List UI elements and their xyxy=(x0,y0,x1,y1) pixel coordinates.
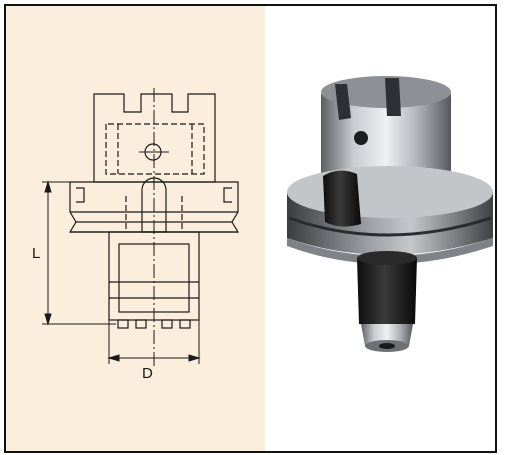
arrow-head xyxy=(188,354,201,362)
photo-flange-top xyxy=(287,166,493,218)
collet-tip xyxy=(179,319,191,329)
arrow-head xyxy=(107,354,120,362)
tool-holder-photo xyxy=(287,76,493,352)
photo-flange-groove xyxy=(288,216,492,237)
photo-collet xyxy=(361,324,413,346)
label-l: L xyxy=(32,245,40,262)
photo-collet-bore xyxy=(379,343,395,349)
dimension-l xyxy=(42,180,116,326)
arrow-head xyxy=(44,313,52,326)
arrow-head xyxy=(44,180,52,193)
shank-bore-hidden xyxy=(105,123,205,175)
drawing-background xyxy=(6,6,265,451)
figure-frame: L D xyxy=(4,4,497,453)
technical-drawing-panel: L D xyxy=(6,6,265,451)
technical-drawing: L D xyxy=(6,6,265,451)
collet-tip xyxy=(161,319,173,329)
label-d: D xyxy=(142,365,153,382)
photo-flange-face xyxy=(287,238,493,264)
dimension-d xyxy=(107,320,201,364)
photo-slot xyxy=(335,84,351,120)
photo-collet-nut xyxy=(357,258,417,324)
photo-drive-key xyxy=(323,170,361,227)
photo-shank xyxy=(321,83,451,182)
product-photo-panel xyxy=(265,6,495,451)
key-notch xyxy=(76,187,85,203)
collet-tip xyxy=(135,319,147,329)
photo-nut-top xyxy=(357,251,417,265)
photo-cross-hole xyxy=(354,131,368,145)
key-notch xyxy=(223,187,232,203)
coolant-bore xyxy=(141,177,167,233)
photo-slot xyxy=(385,78,401,116)
collet-tip xyxy=(117,319,129,329)
